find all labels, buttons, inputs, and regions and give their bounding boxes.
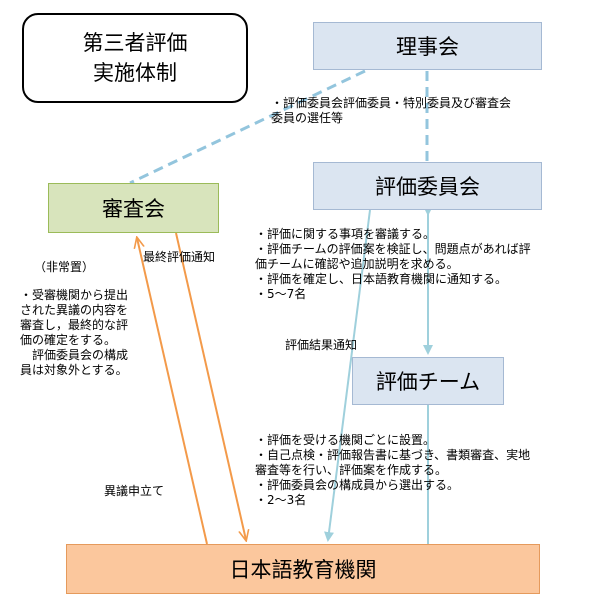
team-note-line: ・自己点検・評価報告書に基づき、書類審査、実地: [255, 448, 531, 462]
arrow-shinsakai-kikan: [175, 232, 246, 540]
team-note-line: ・評価を受ける機関ごとに設置。: [255, 433, 436, 447]
team-note-line: 審査等を行い、評価案を作成する。: [255, 463, 448, 477]
shinsa-note-line: 価の確定をする。: [20, 333, 117, 347]
dashed-line-rijikai-shinsakai: [129, 69, 366, 185]
shinsa-note-line: ・受審機関から提出: [20, 288, 129, 302]
team-note: ・評価を受ける機関ごとに設置。 ・自己点検・評価報告書に基づき、書類審査、実地 …: [255, 433, 530, 508]
iinkai-note-line: 価チームに確認や追加説明を求める。: [255, 257, 459, 271]
hyoka-iinkai-box: 評価委員会: [313, 162, 542, 210]
shinsa-note-line: 評価委員会の構成: [20, 348, 129, 362]
rijikai-note-line: ・評価委員会評価委員・特別委員及び審査会: [271, 96, 512, 110]
team-note-line: ・評価委員会の構成員から選出する。: [255, 478, 460, 492]
iinkai-note: ・評価に関する事項を審議する。 ・評価チームの評価案を検証し、問題点があれば評 …: [255, 227, 531, 302]
final-notice-label: 最終評価通知: [143, 250, 216, 264]
diagram-title-box: 第三者評価 実施体制: [22, 13, 248, 103]
shinsakai-box: 審査会: [48, 183, 219, 233]
shinsa-note: ・受審機関から提出 された異議の内容を 審査し，最終的な評 価の確定をする。 評…: [20, 288, 128, 378]
iinkai-note-line: ・評価チームの評価案を検証し、問題点があれば評: [255, 242, 531, 256]
rijikai-note-line: 委員の選任等: [271, 111, 344, 125]
arrow-kikan-shinsakai: [137, 238, 208, 545]
diagram-title-line1: 第三者評価: [82, 31, 188, 55]
arrow-iinkai-kikan: [324, 209, 371, 542]
team-note-line: ・2～3名: [255, 493, 307, 507]
shinsa-note-line: 審査し，最終的な評: [20, 318, 129, 332]
result-notice-label: 評価結果通知: [285, 338, 358, 352]
iinkai-note-line: ・評価に関する事項を審議する。: [255, 227, 436, 241]
iinkai-note-line: ・5～7名: [255, 287, 307, 301]
iinkai-note-line: ・評価を確定し、日本語教育機関に通知する。: [255, 272, 508, 286]
rijikai-box: 理事会: [313, 22, 542, 70]
objection-label: 異議申立て: [104, 484, 165, 498]
hijochi-label: （非常置）: [34, 260, 95, 274]
shinsa-note-line: 員は対象外とする。: [20, 363, 128, 377]
kikan-box: 日本語教育機関: [66, 544, 540, 594]
diagram-title-line2: 実施体制: [93, 61, 177, 85]
rijikai-note: ・評価委員会評価委員・特別委員及び審査会 委員の選任等: [271, 96, 511, 126]
shinsa-note-line: された異議の内容を: [20, 303, 129, 317]
hyoka-team-box: 評価チーム: [352, 357, 504, 405]
